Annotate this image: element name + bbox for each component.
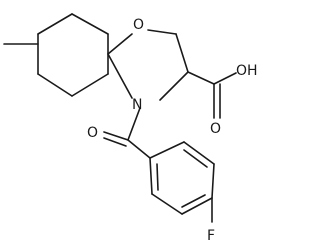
acid-carbonyl-oxygen-label: O — [210, 121, 221, 137]
aromatic-inner-bond — [156, 163, 159, 191]
bond — [149, 141, 185, 159]
bond — [127, 139, 151, 159]
ring-nitrogen-label: N — [132, 97, 142, 113]
carboxylic-acid-group — [187, 71, 237, 119]
bond — [175, 33, 189, 73]
aromatic-inner-bond — [181, 194, 206, 208]
bond — [159, 71, 189, 101]
bond — [37, 13, 73, 35]
bond — [149, 157, 153, 195]
bond — [37, 73, 73, 97]
oxazolidine-ring — [107, 29, 189, 101]
bond — [107, 33, 133, 55]
cyclohexane-ring — [37, 13, 109, 97]
aromatic-inner-bond — [183, 149, 208, 168]
bond — [107, 53, 133, 99]
bond — [211, 163, 215, 199]
chemical-structure-drawing: O N OH O O F — [3, 13, 258, 244]
bond — [181, 197, 213, 215]
double-bond — [103, 137, 127, 147]
bond — [147, 29, 177, 35]
bond — [213, 72, 237, 85]
bond — [187, 71, 215, 85]
fluorophenyl-ring — [149, 141, 215, 215]
bond — [71, 13, 109, 35]
bond — [151, 193, 183, 215]
double-bond — [103, 131, 129, 141]
bond — [183, 141, 215, 165]
amide-carbonyl-oxygen-label: O — [87, 125, 98, 141]
bond — [127, 107, 141, 141]
ring-oxygen-label: O — [133, 17, 144, 33]
bond — [71, 73, 109, 97]
fluorine-label: F — [207, 228, 215, 244]
hydroxyl-label: OH — [236, 63, 258, 79]
amide-carbonyl-group — [103, 107, 151, 159]
